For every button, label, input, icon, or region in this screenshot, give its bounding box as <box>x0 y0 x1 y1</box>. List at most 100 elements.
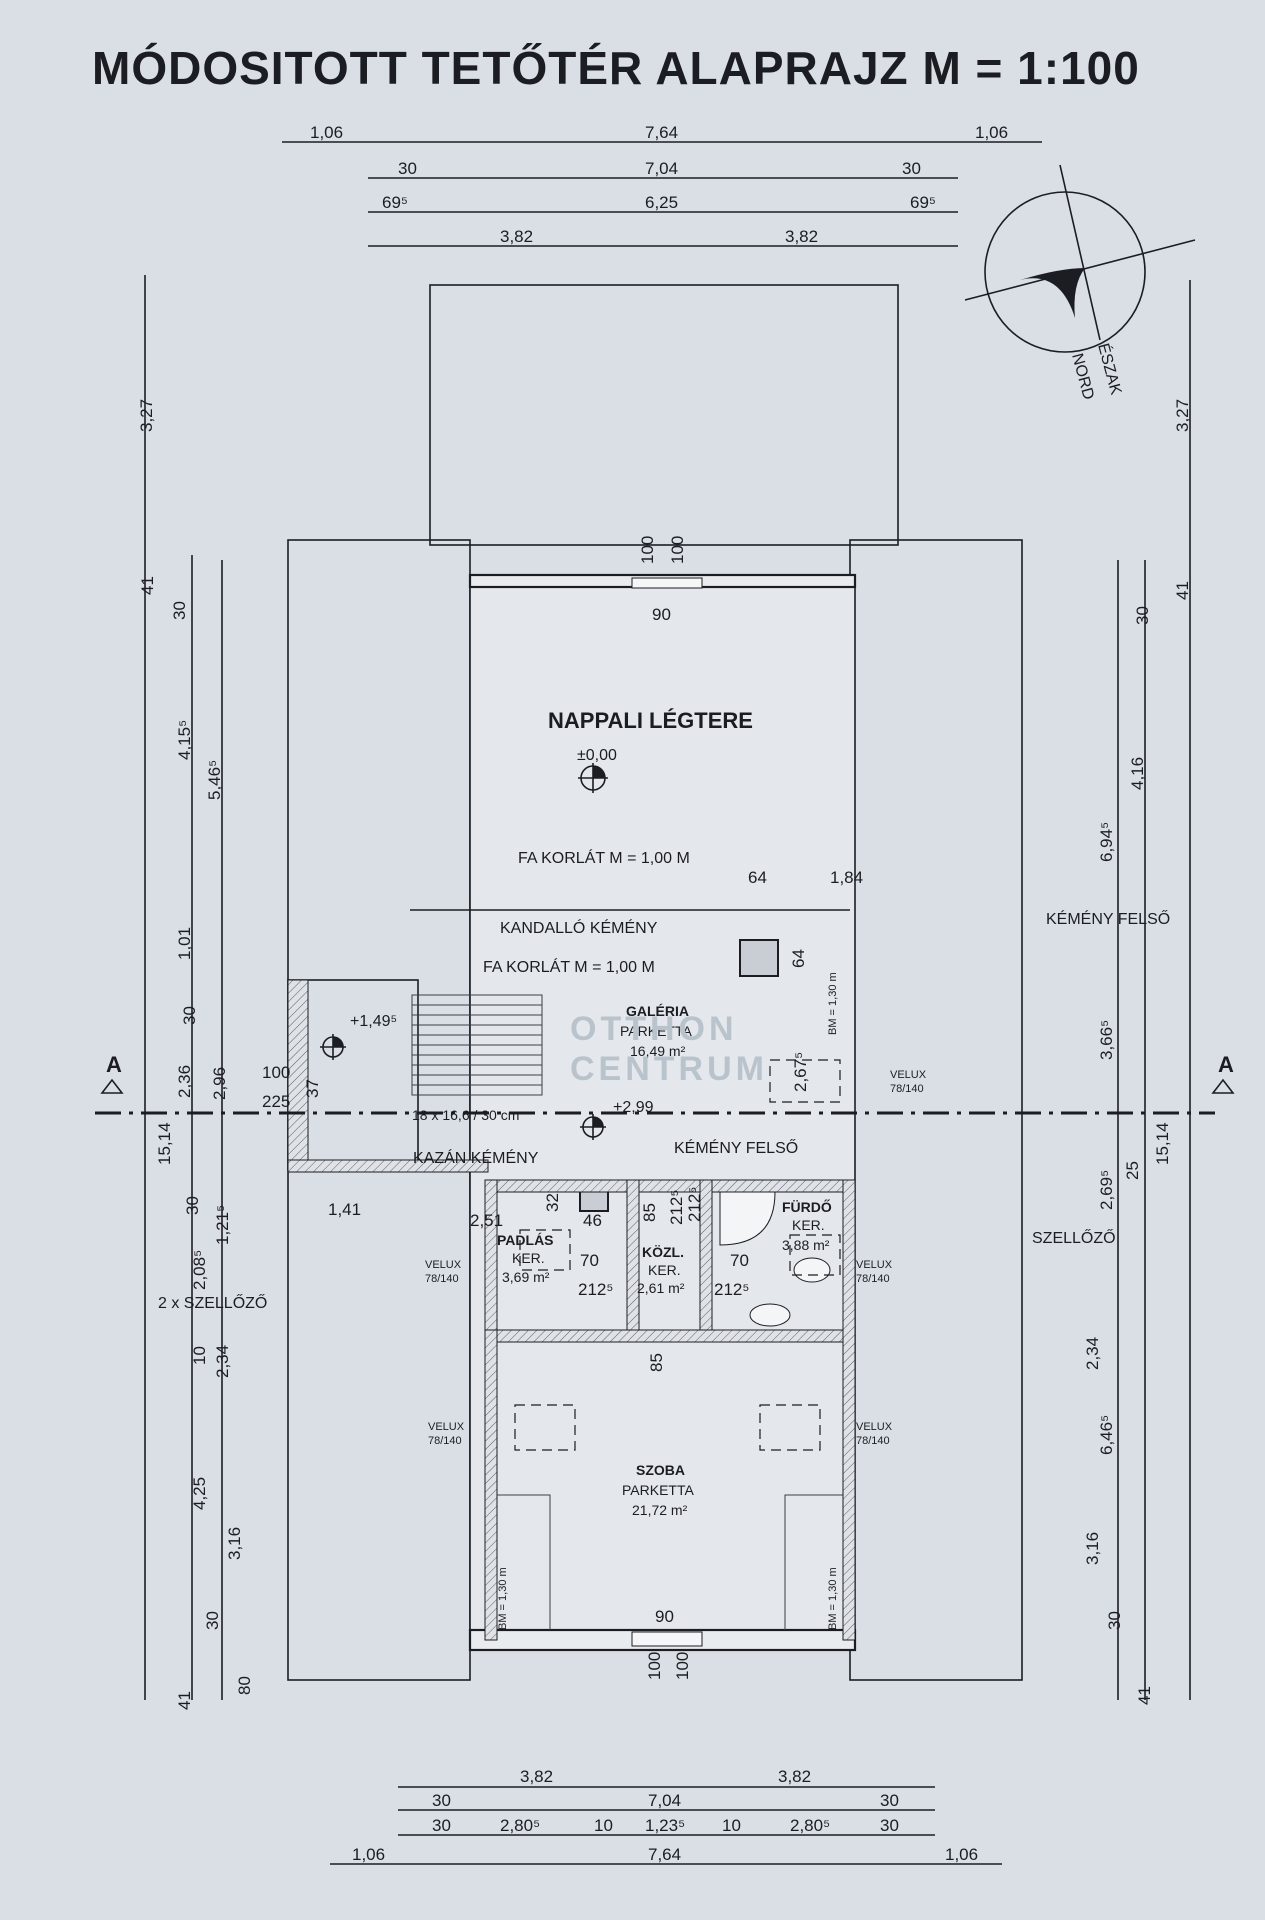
section-label-right: A <box>1218 1052 1234 1077</box>
small-rooms-bottom-wall <box>484 1329 846 1343</box>
bottom-window <box>631 1631 703 1647</box>
left-dim-inner-4: 2,96 <box>210 1067 229 1100</box>
room-szoba-name: SZOBA <box>636 1462 685 1478</box>
bottom-dim-13: 1,06 <box>352 1845 385 1864</box>
left-dim-inner-7: 2,34 <box>213 1345 232 1378</box>
watermark-line2: CENTRUM <box>570 1050 768 1088</box>
room-kozl-sub: KER. <box>648 1262 681 1278</box>
velux-label-2: VELUX <box>425 1259 462 1271</box>
bottom-dim-10: 10 <box>722 1816 741 1835</box>
bottom-dim-5: 30 <box>880 1791 899 1810</box>
left-dim-outer-1: 3,27 <box>137 399 156 432</box>
inner-dim-184: 1,84 <box>830 868 863 887</box>
inner-dim-2125c: 212⁵ <box>578 1280 613 1299</box>
left-dim-mid-4: 2,36 <box>175 1065 194 1098</box>
left-dim-inner-3: 30 <box>180 1006 199 1025</box>
top-dimension-lines <box>282 141 1042 247</box>
velux-label-5: VELUX <box>856 1421 893 1433</box>
inner-dim-32: 32 <box>543 1193 562 1212</box>
left-dim-mid-6: 10 <box>190 1346 209 1365</box>
bottom-dim-2: 3,82 <box>778 1767 811 1786</box>
velux-window-furdo <box>789 1234 841 1276</box>
right-dim-outer-2: 15,14 <box>1153 1122 1172 1165</box>
bottom-dim-14: 7,64 <box>648 1845 681 1864</box>
level-marker-icon <box>578 763 608 793</box>
level-marker-galeria-icon <box>580 1114 606 1140</box>
velux-label-4: VELUX <box>428 1421 465 1433</box>
stair-annex-wall <box>287 979 309 1171</box>
bottom-dimension-lines <box>330 1786 1002 1865</box>
section-arrow-left-icon <box>100 1078 124 1094</box>
left-dim-inner-5: 30 <box>183 1196 202 1215</box>
left-dim-inner-1: 30 <box>170 601 189 620</box>
fa-korlat-label-2: FA KORLÁT M = 1,00 M <box>483 957 655 976</box>
stair-treads <box>411 994 543 1096</box>
plan-title: MÓDOSITOTT TETŐTÉR ALAPRAJZ M = 1:100 <box>92 42 1140 94</box>
top-dim-5: 7,04 <box>645 159 678 178</box>
bm-label-3: BM = 1,30 m <box>827 1567 839 1630</box>
toilet <box>793 1257 831 1283</box>
right-dim-mid-1: 41 <box>1173 581 1192 600</box>
inner-dim-bottom-100a: 100 <box>645 1652 664 1680</box>
top-dim-9: 69⁵ <box>910 193 936 212</box>
bm-label-2: BM = 1,30 m <box>497 1567 509 1630</box>
right-dim-mid-3: 3,66⁵ <box>1097 1020 1116 1060</box>
inner-dim-64v: 64 <box>789 949 808 968</box>
top-dim-8: 6,25 <box>645 193 678 212</box>
kozl-left-wall <box>626 1179 640 1331</box>
left-dim-mid-8: 41 <box>175 1691 194 1710</box>
top-window <box>631 577 703 589</box>
bottom-dim-3: 30 <box>432 1791 451 1810</box>
top-dim-1: 1,06 <box>310 123 343 142</box>
roof-tiles-top <box>429 284 899 546</box>
szellozo-label: SZELLŐZŐ <box>1032 1228 1116 1247</box>
level-marker-stair-icon <box>320 1034 346 1060</box>
top-dim-6: 30 <box>902 159 921 178</box>
szellozo-label-2: 2 x SZELLŐZŐ <box>158 1293 267 1312</box>
right-partition-wall <box>842 1179 856 1641</box>
washbasin <box>749 1303 791 1327</box>
roof-tiles-right <box>849 539 1023 1681</box>
kandallo-label: KANDALLÓ KÉMÉNY <box>500 918 658 937</box>
compass-label-hu: ÉSZAK <box>1094 341 1126 397</box>
room-padlas-area: 3,69 m² <box>502 1269 550 1285</box>
bottom-dim-7: 2,80⁵ <box>500 1816 540 1835</box>
small-rooms-top-wall <box>484 1179 846 1193</box>
left-dim-mid-1: 41 <box>138 576 157 595</box>
velux-label-1: VELUX <box>890 1069 927 1081</box>
inner-dim-46: 46 <box>583 1211 602 1230</box>
bm-label-1: BM = 1,30 m <box>827 972 839 1035</box>
top-dim-4: 30 <box>398 159 417 178</box>
kemeny-felso-label-2: KÉMÉNY FELSŐ <box>674 1138 798 1157</box>
velux-label-3: VELUX <box>856 1259 893 1271</box>
stair-bottom-wall <box>287 1159 489 1173</box>
inner-dim-2125d: 212⁵ <box>714 1280 749 1299</box>
stair-level: +1,49⁵ <box>350 1013 397 1030</box>
right-dim-inner-6: 30 <box>1105 1611 1124 1630</box>
inner-dim-top-100b: 100 <box>668 536 687 564</box>
right-dim-mid-5: 6,46⁵ <box>1097 1415 1116 1455</box>
inner-dim-225: 225 <box>262 1092 290 1111</box>
bottom-dim-15: 1,06 <box>945 1845 978 1864</box>
bottom-dim-1: 3,82 <box>520 1767 553 1786</box>
kemeny-felso-label-1: KÉMÉNY FELSŐ <box>1046 909 1170 928</box>
inner-dim-100: 100 <box>262 1063 290 1082</box>
padlas-left-wall <box>484 1179 498 1331</box>
left-dim-mid-7: 4,25 <box>190 1477 209 1510</box>
bm-line-right <box>784 1494 843 1630</box>
room-szoba-floor: PARKETTA <box>622 1482 694 1498</box>
inner-dim-bottom-100b: 100 <box>673 1652 692 1680</box>
room-padlas-name: PADLÁS <box>497 1232 554 1248</box>
left-dim-mid-2: 4,15⁵ <box>175 720 194 760</box>
left-dim-inner-2: 5,46⁵ <box>205 760 224 800</box>
velux-size-1: 78/140 <box>890 1083 924 1095</box>
left-dim-outer-2: 15,14 <box>155 1122 174 1165</box>
right-dim-inner-2: 4,16 <box>1128 757 1147 790</box>
szoba-left-wall <box>484 1329 498 1641</box>
room-szoba-area: 21,72 m² <box>632 1502 688 1518</box>
stairs-spec: 18 x 16,6 / 30 cm <box>412 1107 519 1123</box>
right-dim-inner-5: 3,16 <box>1083 1532 1102 1565</box>
room-furdo-sub: KER. <box>792 1217 825 1233</box>
right-dim-outer-1: 3,27 <box>1173 399 1192 432</box>
